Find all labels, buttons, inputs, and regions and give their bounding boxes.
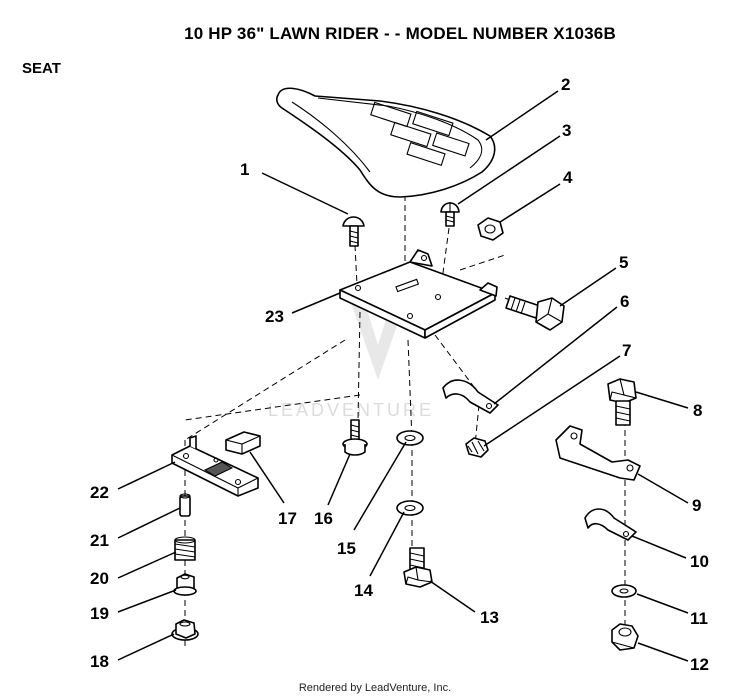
callout-6[interactable]: 6	[620, 292, 629, 311]
callout-12[interactable]: 12	[690, 655, 709, 674]
diagram-title: 10 HP 36" LAWN RIDER - - MODEL NUMBER X1…	[184, 24, 616, 43]
part-lock-nut[interactable]	[465, 437, 489, 458]
callout-18[interactable]: 18	[90, 652, 109, 671]
callout-9[interactable]: 9	[692, 496, 701, 515]
part-spring[interactable]	[174, 536, 196, 561]
part-seat-plate[interactable]	[339, 249, 498, 339]
callout-22[interactable]: 22	[90, 483, 109, 502]
callout-15[interactable]: 15	[337, 539, 356, 558]
part-hex-nut[interactable]	[477, 217, 504, 241]
part-rubber-block[interactable]	[225, 431, 261, 455]
callout-20[interactable]: 20	[90, 569, 109, 588]
callout-labels: 1 2 3 4 5 6 7 8 9 10 11 12 13 14 15 16 1…	[90, 75, 709, 674]
watermark-text: LEADVENTURE	[268, 400, 434, 420]
callout-11[interactable]: 11	[690, 609, 708, 628]
callout-3[interactable]: 3	[562, 121, 571, 140]
callout-14[interactable]: 14	[354, 581, 373, 600]
part-carriage-bolt[interactable]	[342, 216, 365, 247]
part-spacer-clip[interactable]	[442, 379, 499, 414]
callout-23[interactable]: 23	[265, 307, 284, 326]
callout-5[interactable]: 5	[619, 253, 628, 272]
part-washer-lower[interactable]	[396, 500, 424, 516]
callout-10[interactable]: 10	[690, 552, 709, 571]
part-flange-nut[interactable]	[173, 573, 197, 596]
part-shoulder-bolt[interactable]	[504, 295, 565, 331]
part-lock-nut-left[interactable]	[171, 619, 199, 641]
part-clip[interactable]	[584, 508, 637, 541]
callout-4[interactable]: 4	[563, 168, 573, 187]
part-hex-bolt[interactable]	[607, 378, 637, 426]
callout-21[interactable]: 21	[90, 531, 109, 550]
section-label: SEAT	[22, 60, 61, 77]
callout-8[interactable]: 8	[693, 401, 702, 420]
part-washer-upper[interactable]	[396, 430, 424, 446]
callout-7[interactable]: 7	[622, 341, 631, 360]
callout-16[interactable]: 16	[314, 509, 333, 528]
callout-17[interactable]: 17	[278, 509, 297, 528]
part-bracket[interactable]	[555, 425, 641, 481]
part-seat[interactable]	[276, 87, 496, 198]
leader-lines	[117, 90, 689, 662]
callout-19[interactable]: 19	[90, 604, 109, 623]
part-pin[interactable]	[179, 493, 191, 517]
part-flange-bolt[interactable]	[342, 419, 368, 456]
callout-1[interactable]: 1	[240, 160, 249, 179]
part-lock-nut-right[interactable]	[611, 623, 639, 651]
footer-credit: Rendered by LeadVenture, Inc.	[298, 682, 452, 694]
callout-2[interactable]: 2	[561, 75, 570, 94]
part-round-head-screw[interactable]	[440, 202, 460, 227]
part-washer-right[interactable]	[611, 584, 637, 598]
part-bolt-center[interactable]	[403, 547, 433, 588]
callout-13[interactable]: 13	[480, 608, 499, 627]
